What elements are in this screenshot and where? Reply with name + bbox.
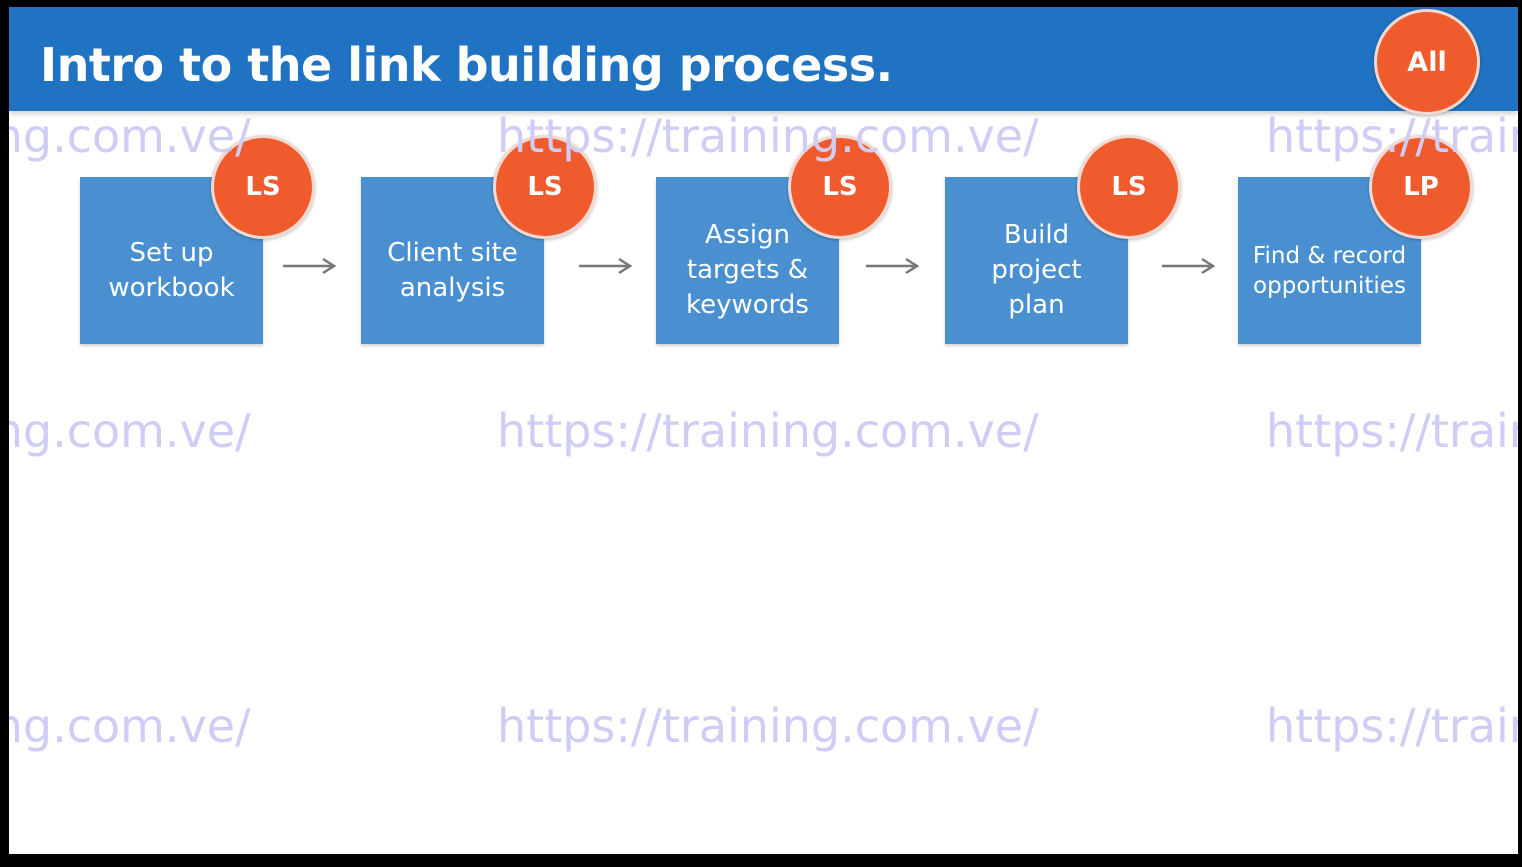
step-badge-4: LS — [1077, 135, 1181, 239]
badge-all: All — [1374, 9, 1480, 115]
step-badge-2: LS — [493, 135, 597, 239]
step-box-client-site-analysis: Client site analysis — [361, 177, 544, 344]
step-box-find-record-opportunities: Find & record opportunities — [1238, 177, 1421, 344]
slide-title: Intro to the link building process. — [40, 38, 893, 92]
watermark-text: https://training.com.ve/ — [1266, 404, 1518, 458]
watermark-text: https://training.com.ve/ — [497, 404, 1039, 458]
watermark-text: https://training.com.ve/ — [9, 699, 251, 753]
arrow-icon — [866, 257, 920, 275]
watermark-text: https://training.com.ve/ — [9, 109, 251, 163]
watermark-text: https://training.com.ve/ — [9, 404, 251, 458]
header-bar: Intro to the link building process. — [9, 7, 1518, 111]
step-badge-5: LP — [1369, 135, 1473, 239]
step-box-assign-targets: Assign targets & keywords — [656, 177, 839, 344]
slide: Intro to the link building process. All … — [9, 7, 1518, 854]
arrow-icon — [1162, 257, 1216, 275]
step-badge-1: LS — [211, 135, 315, 239]
arrow-icon — [579, 257, 633, 275]
step-badge-3: LS — [788, 135, 892, 239]
watermark-text: https://training.com.ve/ — [1266, 699, 1518, 753]
watermark-text: https://training.com.ve/ — [497, 699, 1039, 753]
arrow-icon — [283, 257, 337, 275]
